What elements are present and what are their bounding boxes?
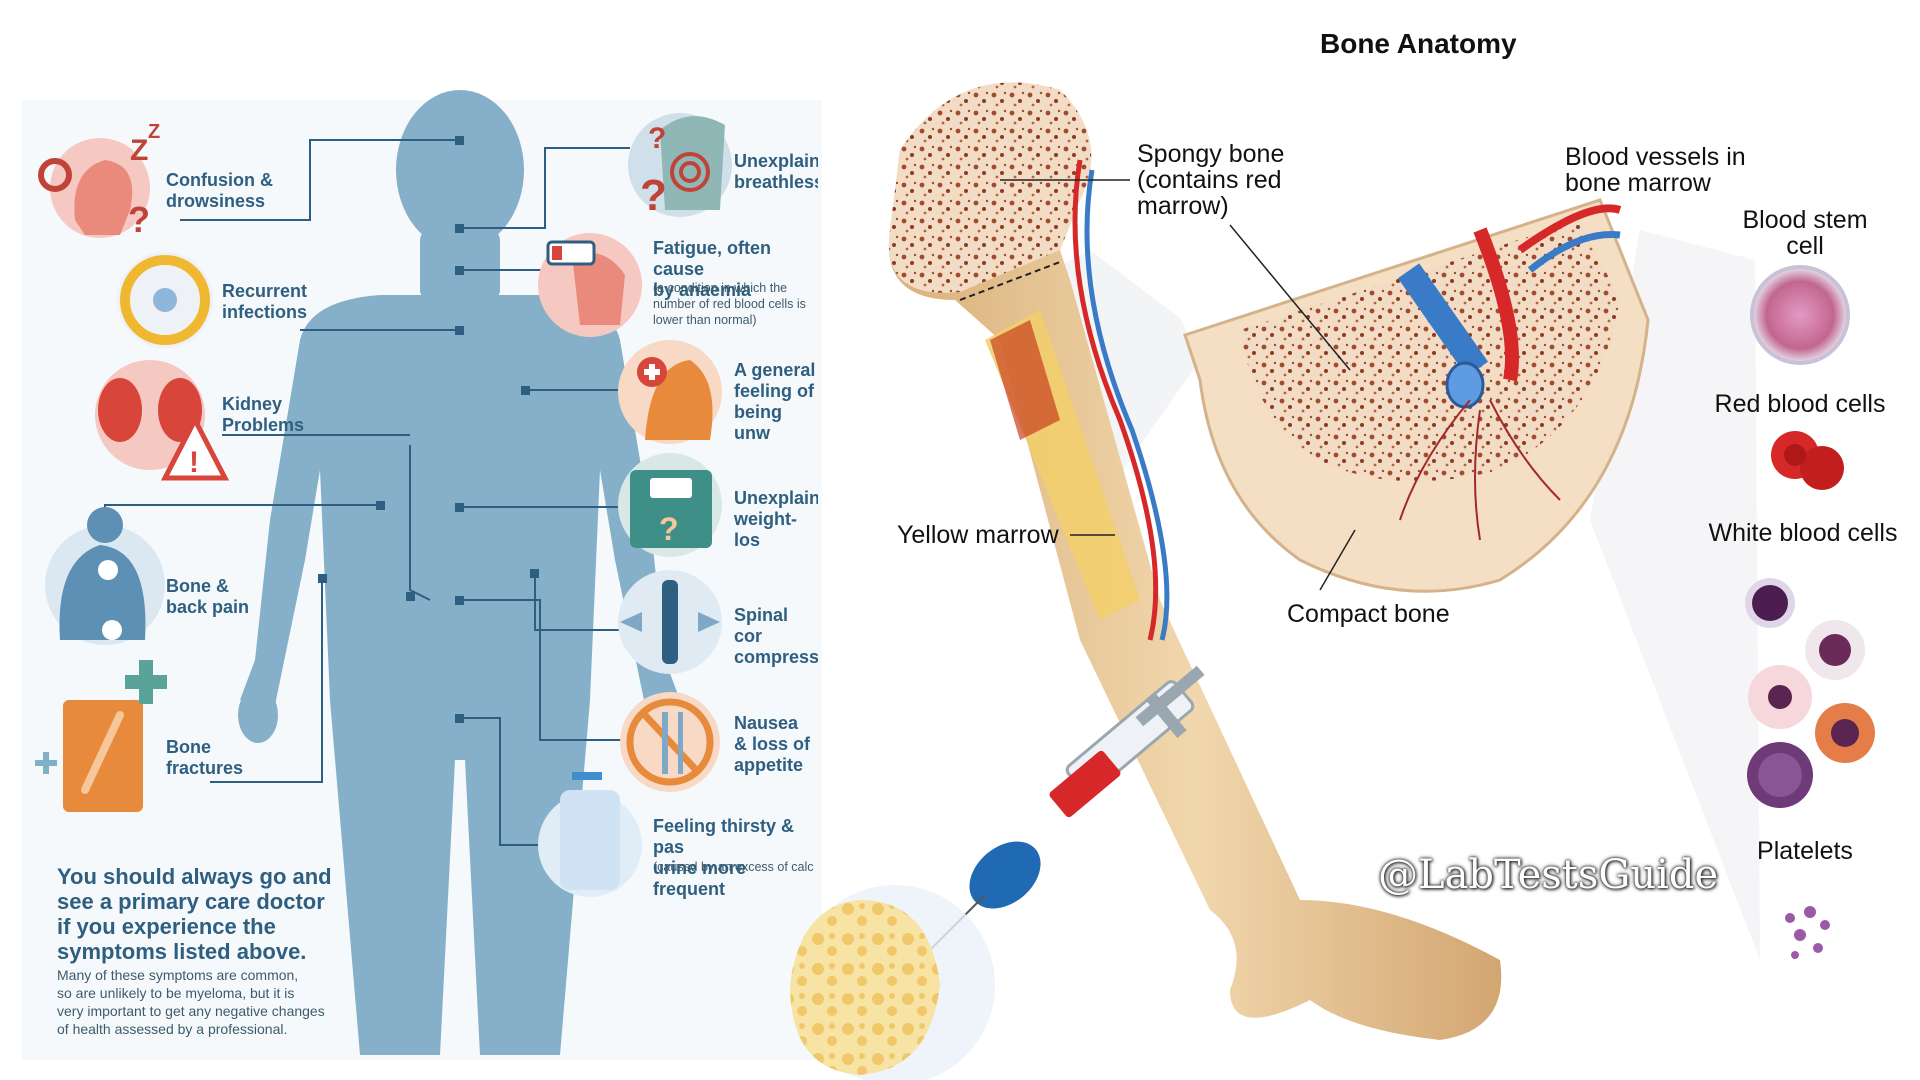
femur-bone <box>888 82 1502 1040</box>
bone-anatomy-title: Bone Anatomy <box>1320 28 1517 59</box>
white-blood-cells <box>1745 578 1875 808</box>
symptom-unwell: A general feeling of being unw <box>734 360 816 443</box>
label-yellow-marrow: Yellow marrow <box>897 521 1059 549</box>
advice-body: Many of these symptoms are common, so ar… <box>57 967 325 1037</box>
platelets <box>1785 906 1830 959</box>
symptom-fractures: Bone fractures <box>166 737 244 778</box>
label-blood-stem-cell: Blood stem cell <box>1742 206 1868 260</box>
svg-text:?: ? <box>659 511 679 547</box>
symptom-thirsty: Feeling thirsty & pas urine more frequen… <box>653 816 795 899</box>
nausea-icon <box>620 692 720 792</box>
advice-heading: You should always go and see a primary c… <box>57 864 332 964</box>
kidney-icon: ! <box>95 360 230 481</box>
symptom-infections: Recurrent infections <box>222 281 308 322</box>
bone-label-lines <box>1000 179 1356 591</box>
weight-scale-icon: ? <box>618 453 722 557</box>
bone-fracture-icon <box>35 660 167 812</box>
watermark: @LabTestsGuide <box>1378 852 1719 898</box>
svg-text:!: ! <box>189 446 199 479</box>
label-compact-bone: Compact bone <box>1287 600 1450 628</box>
confusion-icon: Z Z ? <box>38 121 160 240</box>
svg-text:Z: Z <box>148 121 160 143</box>
label-spongy-bone: Spongy bone (contains red marrow) <box>1137 140 1285 220</box>
symptom-confusion: Confusion & drowsiness <box>166 170 273 211</box>
svg-text:Z: Z <box>130 134 148 167</box>
spine-icon <box>618 570 722 674</box>
symptom-fatigue: Fatigue, often cause by anaemia <box>653 238 771 300</box>
symptom-nausea: Nausea & loss of appetite <box>734 713 811 775</box>
symptom-back-pain: Bone & back pain <box>166 576 250 617</box>
label-platelets: Platelets <box>1757 837 1853 865</box>
symptom-spinal: Spinal cor compressi <box>734 605 818 667</box>
svg-text:?: ? <box>640 171 667 220</box>
symptom-breathless: Unexplain breathless <box>734 151 818 192</box>
blood-stem-cell <box>1750 265 1850 365</box>
symptom-kidney: Kidney Problems <box>222 394 305 435</box>
symptom-thirsty-note: (caused by an excess of calc <box>653 860 814 874</box>
back-pain-icon <box>45 507 165 645</box>
symptom-weight-loss: Unexplain weight-los <box>734 488 818 550</box>
recurrent-infections-icon <box>117 252 213 348</box>
syringe <box>879 665 1205 1001</box>
bone-cross-section <box>1183 198 1650 593</box>
label-blood-vessels: Blood vessels in bone marrow <box>1565 143 1746 197</box>
connector-dots <box>318 136 539 723</box>
connector-lines <box>104 139 640 846</box>
symptom-fatigue-note: (a condition in which the number of red … <box>653 281 806 327</box>
svg-text:?: ? <box>648 122 666 155</box>
water-bottle-icon <box>538 772 642 897</box>
shaft-blood-vessels <box>1072 159 1170 641</box>
label-white-blood-cells: White blood cells <box>1708 519 1898 547</box>
label-red-blood-cells: Red blood cells <box>1714 390 1886 418</box>
breathless-icon: ? ? <box>628 113 732 220</box>
red-blood-cells <box>1771 431 1844 490</box>
bone-marrow-sample <box>790 885 995 1080</box>
fatigue-icon <box>538 233 642 337</box>
svg-text:?: ? <box>128 199 150 240</box>
unwell-icon <box>618 340 722 444</box>
